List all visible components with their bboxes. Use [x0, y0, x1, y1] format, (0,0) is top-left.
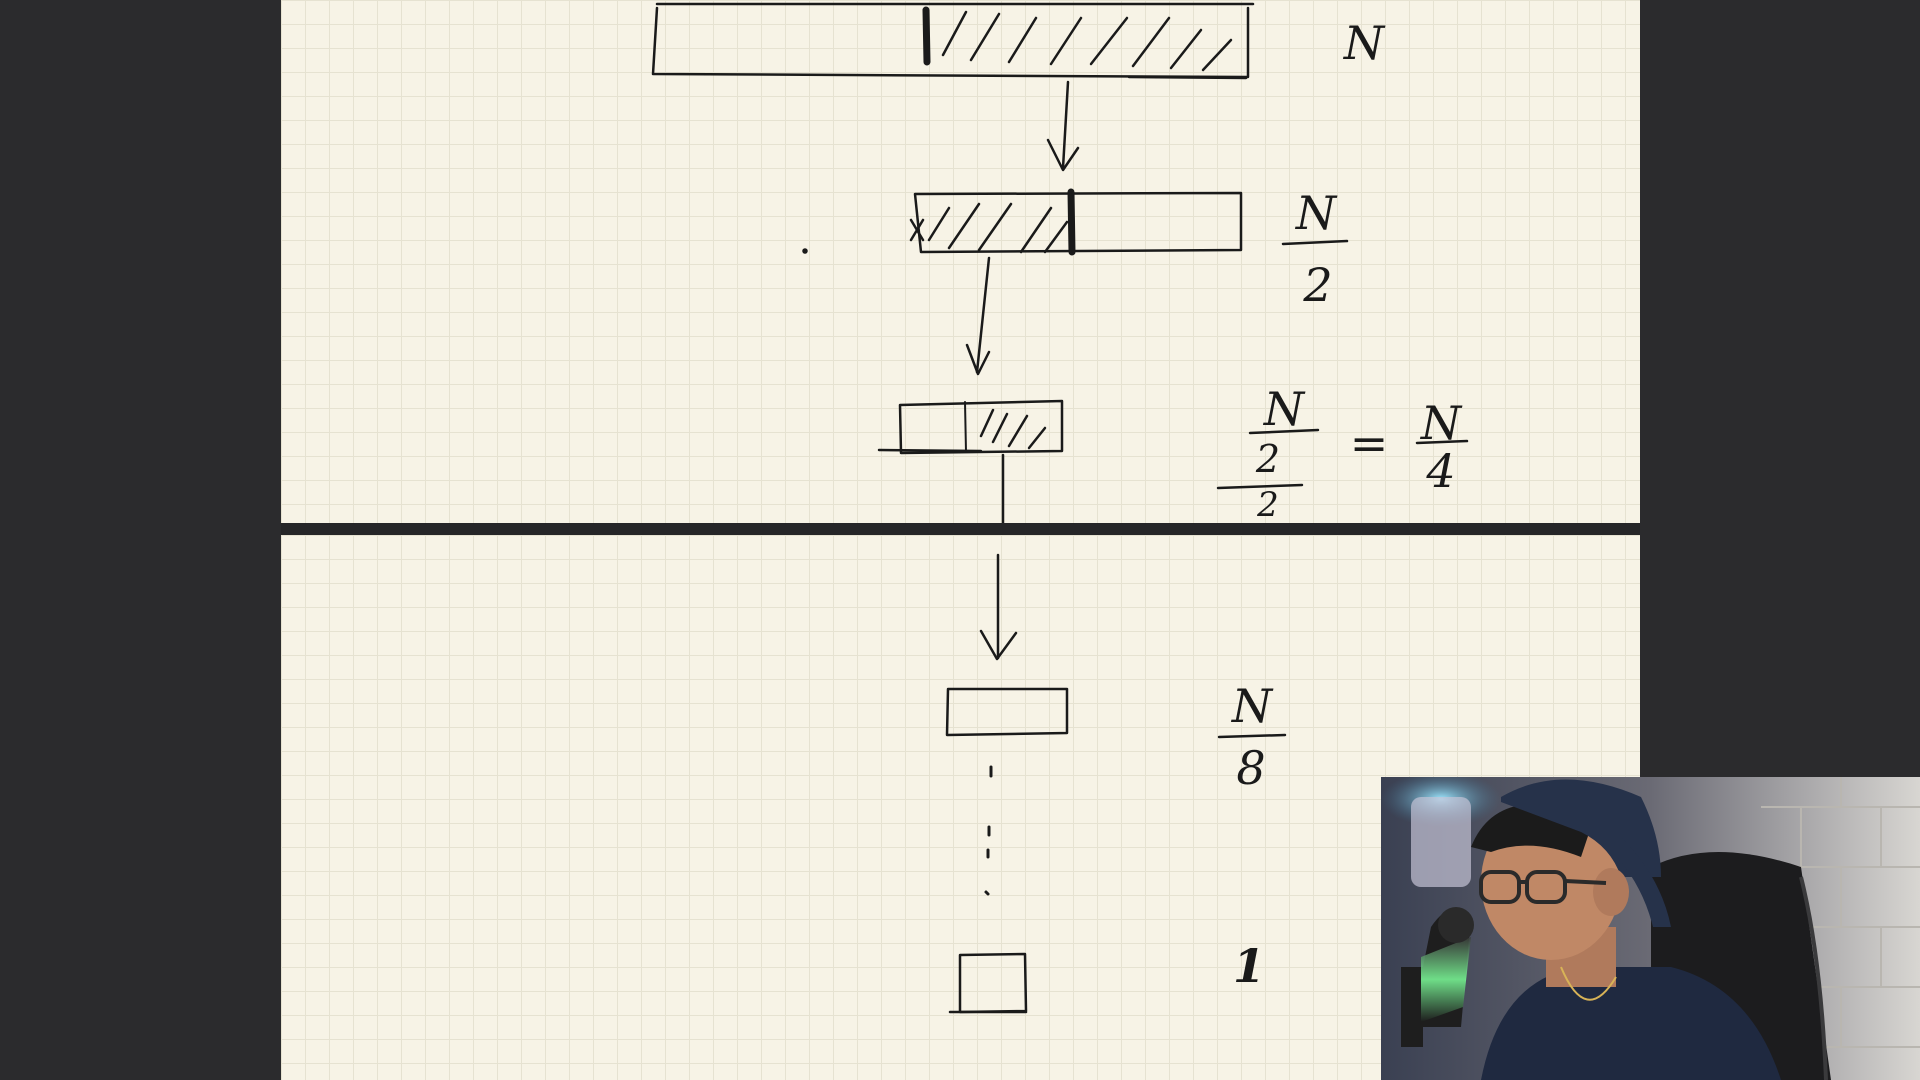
arrow-down-3 [979, 553, 1018, 661]
arrow-down-1 [1046, 80, 1080, 172]
label-level-3-result-denominator: 4 [1426, 444, 1456, 498]
label-level-1: N [1343, 16, 1385, 70]
webcam-feed-image [1381, 777, 1920, 1080]
fraction-bar-level-2 [1281, 239, 1349, 246]
array-level-4 [945, 687, 1069, 737]
arrow-down-2 [965, 256, 991, 376]
page-divider [281, 523, 1640, 535]
label-level-2-denominator: 2 [1303, 258, 1333, 312]
stray-dot [802, 248, 808, 254]
notebook-page-top: N N 2 N 2 2 = N 4 [281, 0, 1640, 523]
label-level-3-numerator: N [1263, 382, 1305, 436]
fraction-bar-level-3-inner [1216, 483, 1304, 490]
fraction-bar-level-3-main [1248, 428, 1320, 435]
array-level-1 [651, 6, 1250, 80]
sketch-bottom [945, 553, 1287, 1014]
dotted-continuation [984, 765, 993, 896]
fraction-bar-level-3-result [1415, 439, 1469, 445]
sketch-top [651, 2, 1469, 523]
label-level-3-result-numerator: N [1420, 396, 1462, 450]
presenter-webcam [1381, 777, 1920, 1080]
label-level-3-denominator: 2 [1257, 485, 1279, 525]
label-level-3-equals: = [1349, 416, 1389, 470]
label-level-last: 1 [1232, 939, 1265, 993]
microphone-icon [1401, 907, 1474, 1047]
array-level-2 [909, 188, 1243, 256]
label-level-4-denominator: 8 [1236, 741, 1266, 795]
label-level-2-numerator: N [1295, 186, 1337, 240]
label-level-3-mid: 2 [1255, 437, 1281, 481]
fraction-bar-level-4 [1217, 733, 1287, 739]
label-level-4-numerator: N [1231, 679, 1273, 733]
array-level-3 [877, 399, 1064, 455]
array-level-last [958, 952, 1028, 1014]
